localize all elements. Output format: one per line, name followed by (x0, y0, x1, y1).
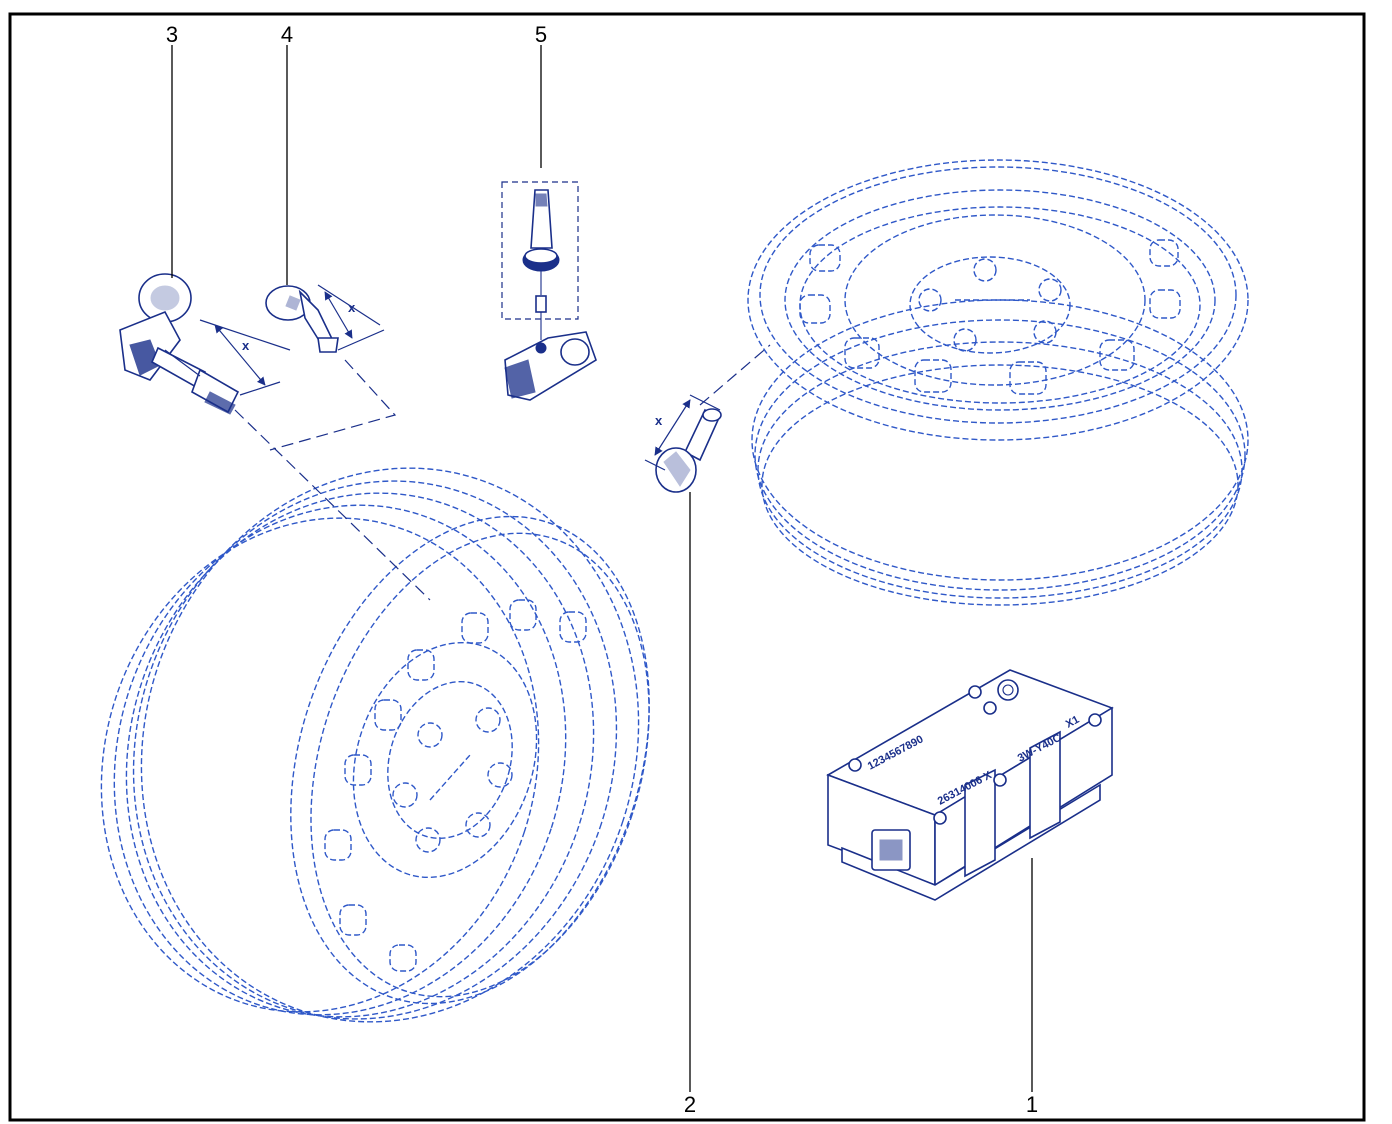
callout-3: 3 (166, 22, 178, 47)
callout-1: 1 (1026, 1092, 1038, 1117)
dimension-label: x (348, 300, 356, 315)
left-wheel-phantom (100, 467, 650, 1023)
tpms-sensor-with-metal-valve-icon (119, 273, 240, 415)
right-wheel-phantom (747, 159, 1249, 606)
dimension-x-part-4: x (317, 284, 385, 351)
callout-4: 4 (281, 22, 293, 47)
tpms-sensor-with-rubber-valve-icon (501, 181, 597, 401)
diagram-frame (8, 12, 1366, 1122)
dimension-x-part-2: x (644, 394, 721, 471)
assembly-guide-lines (234, 344, 771, 601)
rubber-snap-in-valve-icon (655, 408, 722, 493)
callout-2: 2 (684, 1092, 696, 1117)
module-label-line-4: X1 (1064, 714, 1082, 731)
tpms-control-module-icon: 1234567890 26314006 X 3W-Y40C X1 (826, 669, 1114, 901)
dimension-label: x (655, 413, 663, 428)
dimension-x-part-3: x (199, 319, 291, 396)
callout-5: 5 (535, 22, 547, 47)
dimension-label: x (242, 338, 250, 353)
callout-leaders (171, 45, 1033, 1092)
